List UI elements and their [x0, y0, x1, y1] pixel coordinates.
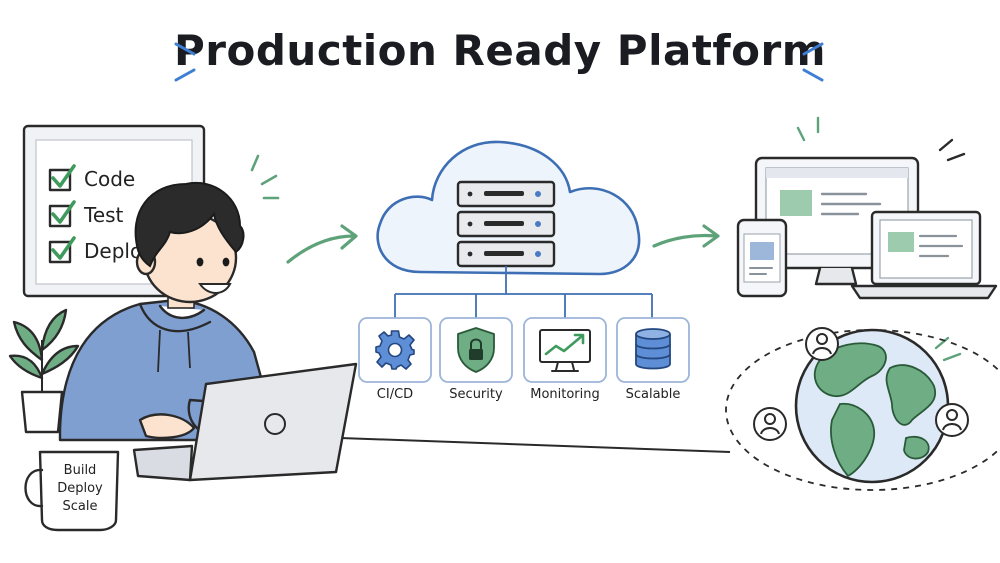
sparkle-icon: [796, 116, 820, 142]
mug-text-line: Deploy: [57, 481, 103, 496]
feature-label: Monitoring: [530, 387, 600, 402]
checklist-label: Test: [83, 203, 124, 227]
user-avatar-icon: [935, 403, 969, 437]
arrow-right-icon: [286, 224, 358, 264]
plant-icon: [8, 308, 80, 434]
server-stack-icon: [456, 180, 556, 268]
mug-text-line: Build: [64, 463, 97, 478]
feature-label: CI/CD: [377, 387, 413, 402]
feature-label: Security: [449, 387, 503, 402]
mug-text-line: Scale: [63, 499, 98, 514]
feature-connectors: [394, 266, 653, 318]
feature-scalable: Scalable: [616, 317, 690, 402]
checkbox-icon: [48, 204, 72, 228]
feature-label: Scalable: [626, 387, 681, 402]
sparkle-icon: [938, 138, 966, 162]
title-chevron-right: [802, 42, 824, 82]
checkmark-icon: [51, 164, 76, 188]
user-avatar-icon: [805, 327, 839, 361]
laptop-icon: [132, 362, 358, 482]
laptop-device-icon: [850, 210, 998, 300]
checklist-item-test: Test: [48, 200, 124, 228]
monitor-icon: [754, 156, 920, 286]
user-avatar-icon: [753, 407, 787, 441]
checklist-label: Code: [84, 167, 135, 191]
chart-monitor-icon: [539, 329, 591, 372]
title-chevron-left: [174, 42, 196, 82]
sparkle-icon: [934, 336, 962, 362]
feature-ci-cd: CI/CD: [358, 317, 432, 402]
arrow-right-icon: [652, 224, 720, 248]
checkbox-icon: [48, 240, 72, 264]
shield-lock-icon: [457, 327, 495, 373]
gear-icon: [375, 330, 415, 370]
database-icon: [635, 328, 671, 370]
checkmark-icon: [51, 200, 76, 224]
checklist-item-code: Code: [48, 164, 135, 192]
phone-icon: [736, 218, 788, 298]
checklist-label: Deplo: [84, 239, 142, 263]
sparkle-icon: [250, 154, 280, 200]
cloud-icon: [376, 140, 641, 276]
checklist-item-deploy: Deplo: [48, 236, 142, 264]
feature-monitoring: Monitoring: [523, 317, 607, 402]
feature-security: Security: [439, 317, 513, 402]
checkbox-icon: [48, 168, 72, 192]
page-title: Production Ready Platform: [174, 26, 826, 75]
mug-icon: Build Deploy Scale: [24, 450, 120, 532]
checkmark-icon: [51, 236, 76, 260]
